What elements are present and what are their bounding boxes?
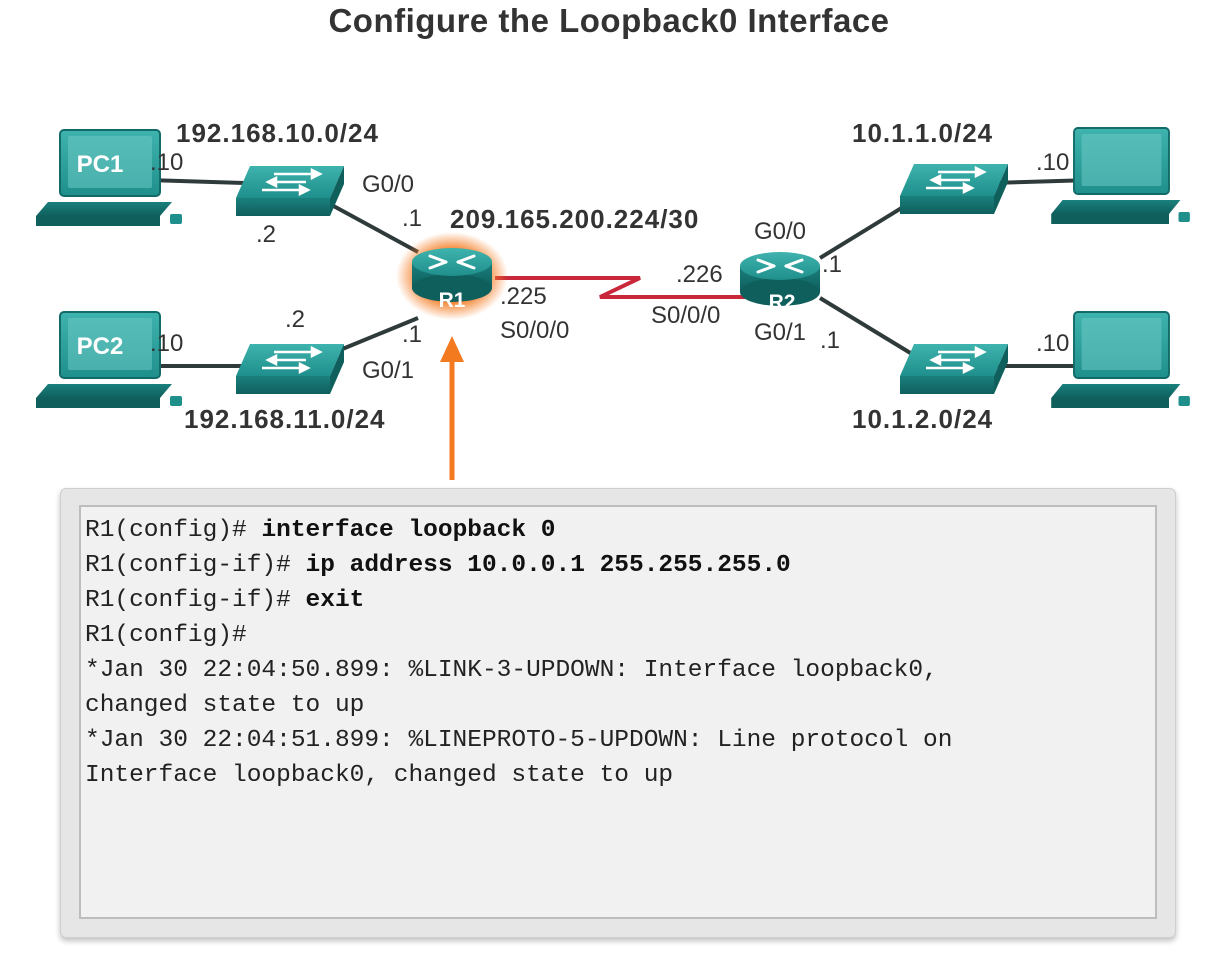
cli-prompt: R1(config-if)# <box>85 552 306 579</box>
r1-g01-name: G0/1 <box>362 357 414 384</box>
r1-g01-host: .1 <box>402 321 422 348</box>
r2-g00-name: G0/0 <box>754 218 806 245</box>
cli-command: ip address 10.0.0.1 255.255.255.0 <box>305 552 791 579</box>
r2-s000-host: .226 <box>676 261 723 288</box>
switch-lan3-icon[interactable] <box>898 162 1010 216</box>
cli-line: Interface loopback0, changed state to up <box>85 758 1155 793</box>
cli-log: *Jan 30 22:04:51.899: %LINEPROTO-5-UPDOW… <box>85 727 953 754</box>
pointer-arrow <box>440 336 464 480</box>
switch-lan1-host: .2 <box>256 221 276 248</box>
network-topology: PC1 PC2 R1 R2 192.168.10.0/24 192.168.11… <box>35 118 1191 480</box>
cli-log: *Jan 30 22:04:50.899: %LINK-3-UPDOWN: In… <box>85 657 938 684</box>
cli-output[interactable]: R1(config)# interface loopback 0 R1(conf… <box>79 505 1157 919</box>
pc1-host: .10 <box>150 149 183 176</box>
r2-g01-name: G0/1 <box>754 319 806 346</box>
cli-command: interface loopback 0 <box>261 517 556 544</box>
switch-lan2-icon[interactable] <box>234 342 346 396</box>
cli-line: R1(config-if)# exit <box>85 583 1155 618</box>
switch-lan2-host: .2 <box>285 306 305 333</box>
cli-line: *Jan 30 22:04:50.899: %LINK-3-UPDOWN: In… <box>85 653 1155 688</box>
switch-lan1-icon[interactable] <box>234 164 346 218</box>
pc1-label: PC1 <box>77 151 124 178</box>
pc4-host: .10 <box>1036 330 1069 357</box>
r2-s000-name: S0/0/0 <box>651 302 720 329</box>
pc3-host: .10 <box>1036 149 1069 176</box>
pc1-icon[interactable] <box>35 129 183 227</box>
pc3-icon[interactable] <box>1050 127 1191 225</box>
r2-g00-host: .1 <box>822 251 842 278</box>
switch-lan4-icon[interactable] <box>898 342 1010 396</box>
cli-line: R1(config-if)# ip address 10.0.0.1 255.2… <box>85 548 1155 583</box>
cli-command: exit <box>305 587 365 614</box>
pc2-host: .10 <box>150 330 183 357</box>
cli-prompt: R1(config)# <box>85 517 262 544</box>
cli-line: R1(config)# interface loopback 0 <box>85 513 1155 548</box>
wan-network: 209.165.200.224/30 <box>450 204 699 234</box>
cli-line: *Jan 30 22:04:51.899: %LINEPROTO-5-UPDOW… <box>85 723 1155 758</box>
r1-g00-host: .1 <box>402 205 422 232</box>
cli-log: Interface loopback0, changed state to up <box>85 762 674 789</box>
lan3-network: 10.1.1.0/24 <box>852 118 993 148</box>
r2-g01-host: .1 <box>820 327 840 354</box>
lan4-network: 10.1.2.0/24 <box>852 404 993 434</box>
r1-s000-name: S0/0/0 <box>500 317 569 344</box>
r2-label: R2 <box>769 291 796 314</box>
console-panel: R1(config)# interface loopback 0 R1(conf… <box>60 488 1176 938</box>
r1-label: R1 <box>439 289 466 312</box>
cli-prompt: R1(config-if)# <box>85 587 306 614</box>
serial-link <box>495 276 746 299</box>
pc2-icon[interactable] <box>35 311 183 409</box>
cli-log: changed state to up <box>85 692 365 719</box>
cli-line: changed state to up <box>85 688 1155 723</box>
pc4-icon[interactable] <box>1050 311 1191 409</box>
cli-line: R1(config)# <box>85 618 1155 653</box>
pc2-label: PC2 <box>77 333 124 360</box>
lan1-network: 192.168.10.0/24 <box>176 118 379 148</box>
cli-prompt: R1(config)# <box>85 622 247 649</box>
r1-s000-host: .225 <box>500 283 547 310</box>
diagram-title: Configure the Loopback0 Interface <box>328 2 890 39</box>
r1-g00-name: G0/0 <box>362 171 414 198</box>
lan2-network: 192.168.11.0/24 <box>184 404 386 434</box>
